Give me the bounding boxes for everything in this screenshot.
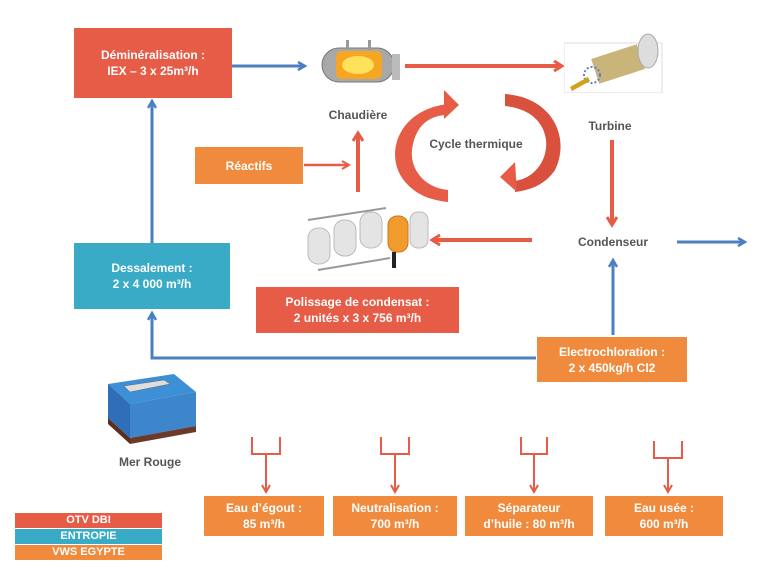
reactifs-label: Réactifs bbox=[225, 158, 273, 173]
legend-item-otv: OTV DBI bbox=[15, 513, 162, 528]
cycle-arrow-left bbox=[395, 104, 448, 202]
effluent-flow: 600 m³/h bbox=[639, 517, 689, 531]
cycle-arrowhead-right bbox=[500, 162, 517, 192]
mer-rouge-label: Mer Rouge bbox=[118, 455, 181, 469]
dessalement-capacity: 2 x 4 000 m³/h bbox=[112, 277, 192, 291]
red-sea-icon bbox=[104, 372, 200, 448]
funnel-1 bbox=[251, 437, 281, 492]
electrochloration-box: Electrochloration : 2 x 450kg/h Cl2 bbox=[537, 337, 687, 382]
legend-item-entropie: ENTROPIE bbox=[15, 529, 162, 544]
legend-item-vws: VWS EGYPTE bbox=[15, 545, 162, 560]
demineralisation-box: Déminéralisation : IEX – 3 x 25m³/h bbox=[74, 28, 232, 98]
polishing-tanks-icon bbox=[300, 200, 435, 280]
polissage-capacity: 2 unités x 3 x 756 m³/h bbox=[293, 311, 422, 325]
dessalement-box: Dessalement : 2 x 4 000 m³/h bbox=[74, 243, 230, 309]
effluent-title: Eau d’égout : bbox=[226, 501, 302, 515]
arrow-seawater-to-desal bbox=[152, 313, 536, 360]
polissage-title: Polissage de condensat : bbox=[285, 295, 430, 309]
cycle-arrowhead-left bbox=[444, 90, 459, 119]
chaudiere-label: Chaudière bbox=[328, 108, 388, 122]
funnel-2 bbox=[380, 437, 410, 492]
funnel-4 bbox=[653, 441, 683, 492]
funnel-3 bbox=[520, 437, 548, 492]
boiler-icon bbox=[318, 38, 404, 90]
reactifs-box: Réactifs bbox=[195, 147, 303, 184]
effluent-title: Neutralisation : bbox=[351, 501, 439, 515]
polissage-box: Polissage de condensat : 2 unités x 3 x … bbox=[256, 287, 459, 333]
effluent-flow: d’huile : 80 m³/h bbox=[483, 517, 575, 531]
cycle-arrow-right bbox=[505, 94, 561, 192]
effluent-box-separateur: Séparateur d’huile : 80 m³/h bbox=[465, 496, 593, 536]
demineralisation-title: Déminéralisation : bbox=[100, 48, 206, 62]
turbine-label: Turbine bbox=[588, 119, 632, 133]
effluent-box-eau-egout: Eau d’égout : 85 m³/h bbox=[204, 496, 324, 536]
effluent-title: Séparateur bbox=[497, 501, 561, 515]
electrochloration-title: Electrochloration : bbox=[558, 344, 665, 359]
effluent-box-eau-usee: Eau usée : 600 m³/h bbox=[605, 496, 723, 536]
turbine-icon bbox=[563, 33, 664, 94]
cycle-thermique-label: Cycle thermique bbox=[429, 137, 523, 151]
dessalement-title: Dessalement : bbox=[111, 261, 193, 275]
effluent-flow: 700 m³/h bbox=[370, 517, 420, 531]
effluent-title: Eau usée : bbox=[633, 501, 695, 515]
condenseur-label: Condenseur bbox=[577, 235, 648, 249]
effluent-box-neutralisation: Neutralisation : 700 m³/h bbox=[333, 496, 457, 536]
electrochloration-capacity: 2 x 450kg/h Cl2 bbox=[568, 360, 656, 375]
demineralisation-capacity: IEX – 3 x 25m³/h bbox=[107, 64, 199, 78]
effluent-flow: 85 m³/h bbox=[242, 517, 285, 531]
